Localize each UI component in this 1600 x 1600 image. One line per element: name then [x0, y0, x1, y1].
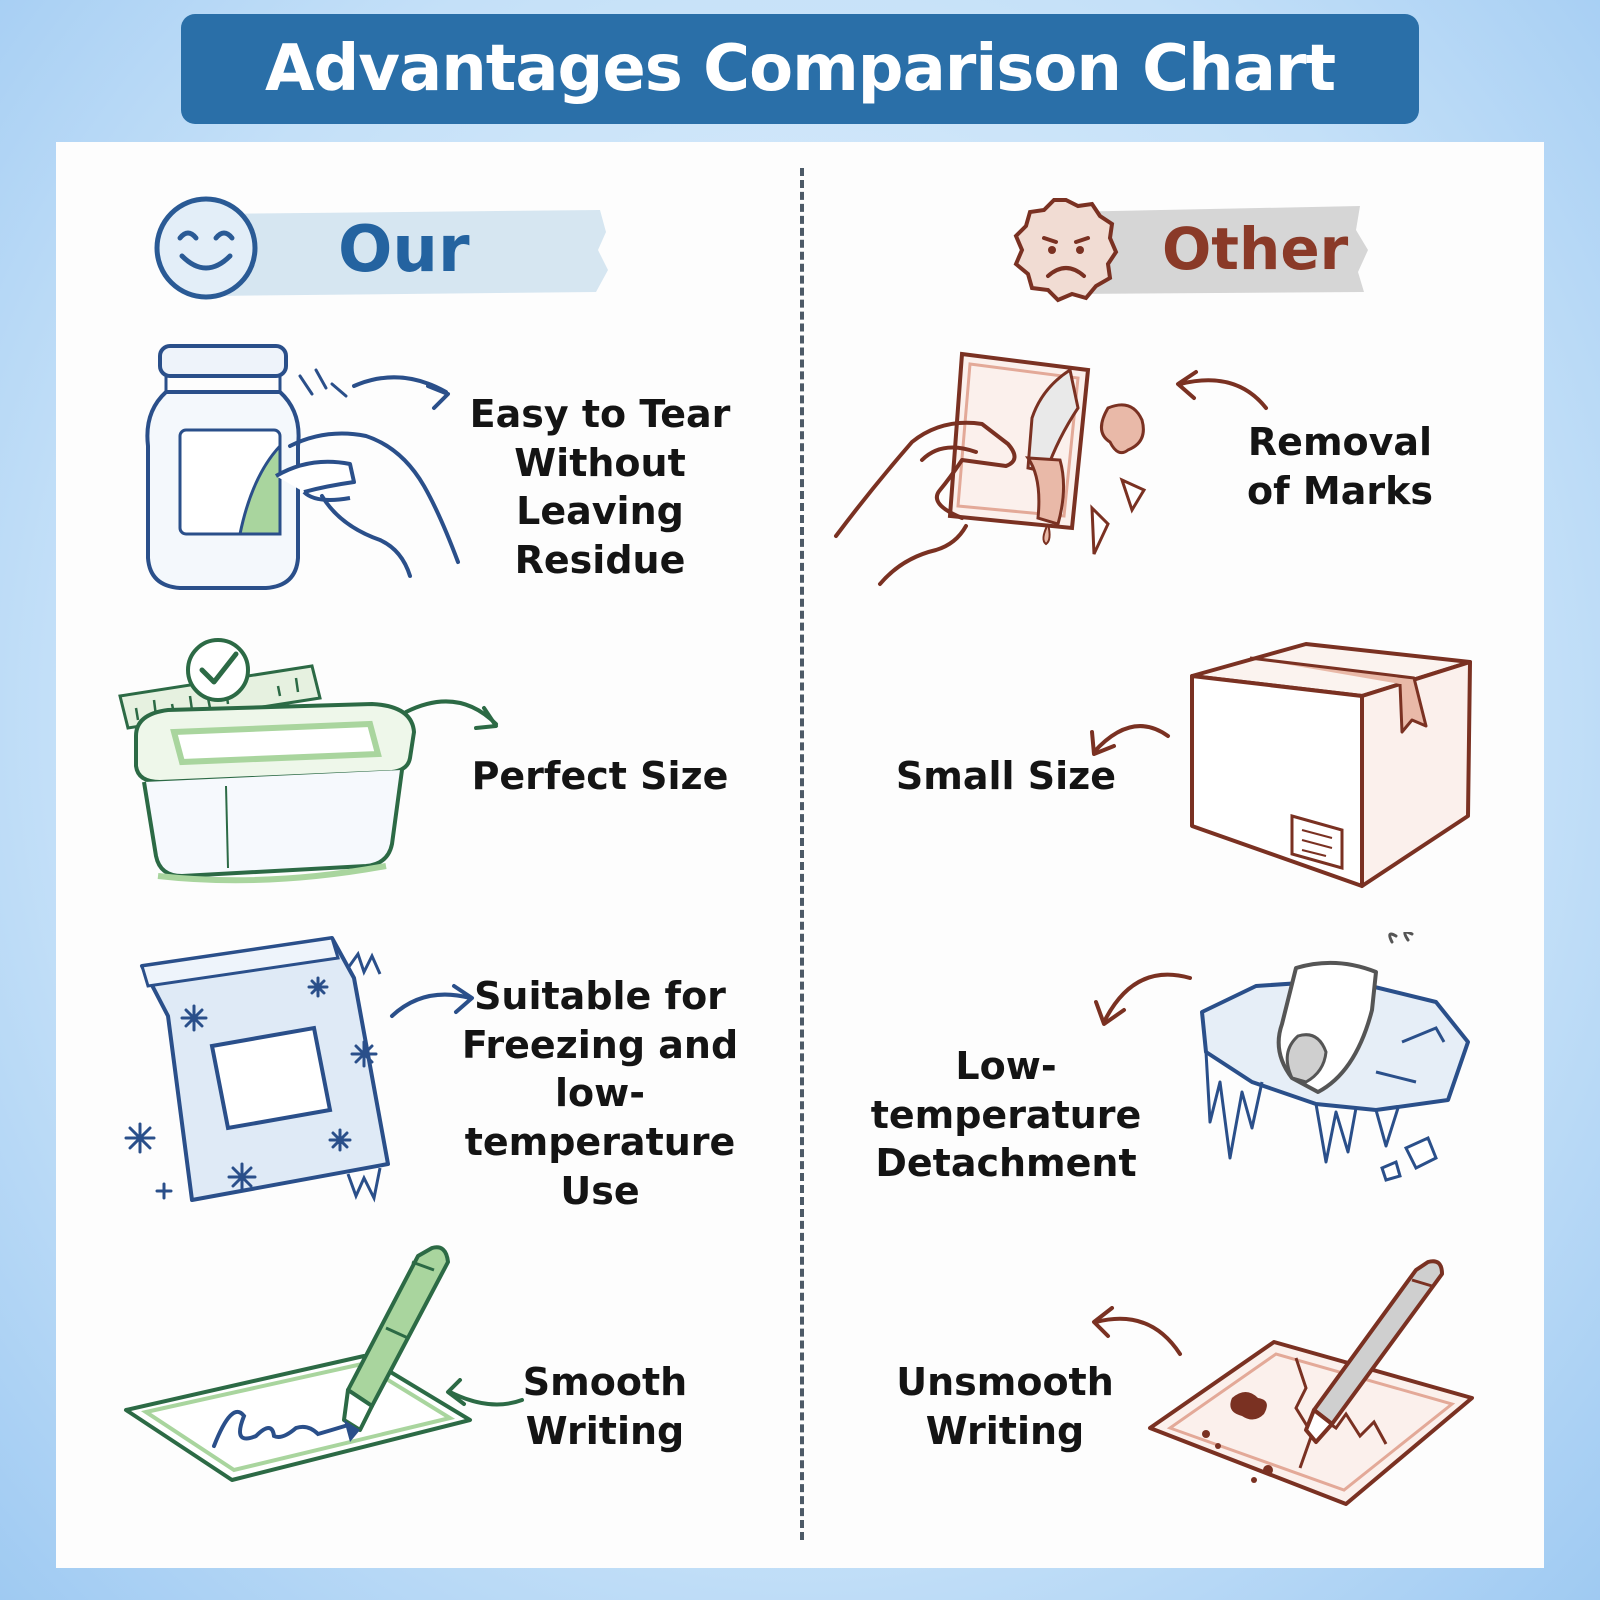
cardboard-box-icon	[1190, 642, 1472, 888]
smiley-face-icon	[154, 196, 258, 300]
title-banner: Advantages Comparison Chart	[181, 14, 1419, 124]
page-title: Advantages Comparison Chart	[264, 32, 1336, 106]
our-feature-1-label: Easy to Tear Without Leaving Residue	[469, 392, 731, 582]
frozen-bag-icon	[124, 936, 390, 1203]
torn-label-icon	[834, 351, 1147, 586]
other-arrow-2	[1090, 724, 1170, 756]
other-column-label: Other	[1162, 215, 1349, 283]
other-header-brush	[1064, 206, 1368, 294]
other-feature-4-label: Unsmooth Writing	[896, 1360, 1114, 1453]
ice-detached-label-icon	[1200, 932, 1470, 1182]
our-header-brush	[206, 210, 608, 296]
our-feature-2-label: Perfect Size	[471, 754, 729, 798]
our-arrow-4	[446, 1378, 524, 1407]
our-column-label: Our	[338, 213, 470, 287]
our-feature-4-label: Smooth Writing	[522, 1360, 688, 1453]
other-feature-1-label: Removal of Marks	[1247, 420, 1433, 513]
our-arrow-2	[404, 699, 498, 730]
our-arrow-3	[390, 984, 474, 1018]
our-arrow-1	[352, 375, 450, 410]
pen-writing-icon	[124, 1245, 472, 1482]
our-feature-3-label: Suitable for Freezing and low-temperatur…	[461, 974, 739, 1213]
container-ruler-icon	[118, 638, 417, 884]
column-divider	[800, 168, 804, 1540]
other-arrow-3	[1094, 972, 1192, 1026]
other-feature-2-label: Small Size	[895, 754, 1117, 798]
other-feature-3-label: Low-temperature Detachment	[870, 1044, 1142, 1186]
other-arrow-1	[1176, 370, 1268, 410]
sad-face-icon	[1013, 198, 1119, 303]
pen-tearing-paper-icon	[1148, 1259, 1474, 1506]
other-arrow-4	[1092, 1306, 1182, 1356]
jar-label-peel-icon	[145, 344, 460, 590]
